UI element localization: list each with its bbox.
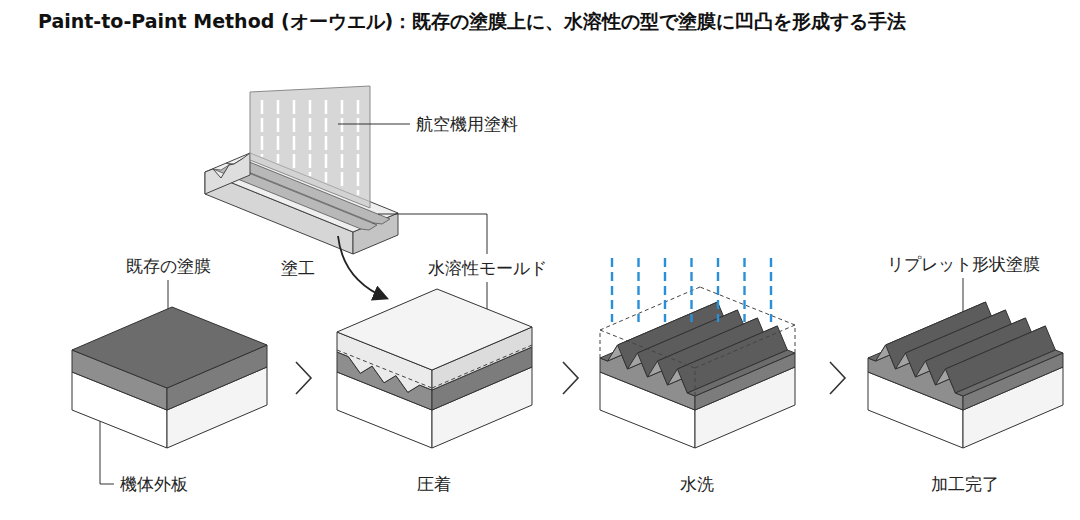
part-label: 塗工 — [281, 258, 315, 278]
layer-block — [337, 289, 532, 448]
dashed-outline — [695, 368, 696, 396]
block-face — [955, 350, 1063, 396]
dashed-outline — [700, 287, 795, 325]
dashed-outline — [600, 287, 700, 330]
part-label: 加工完了 — [931, 474, 999, 494]
layer-blocks — [72, 287, 1063, 448]
water-stream — [664, 258, 666, 322]
leader-line — [338, 124, 410, 125]
water-spray — [612, 258, 771, 322]
layer-block — [600, 287, 795, 448]
water-stream — [611, 258, 613, 322]
step-chevron — [830, 362, 845, 394]
paint-stripes — [262, 100, 358, 195]
block-face — [72, 307, 267, 388]
paint-stripe — [357, 100, 360, 195]
dashed-outline — [432, 345, 532, 388]
paint-sheet — [250, 86, 370, 208]
leader-lines — [100, 124, 963, 484]
water-stream — [690, 258, 692, 322]
dashed-outline — [600, 330, 601, 358]
leader-line — [378, 214, 487, 254]
part-label: 圧着 — [417, 474, 451, 494]
step-chevron — [296, 362, 311, 394]
step-chevron — [563, 362, 578, 394]
paint-stripe — [261, 100, 264, 157]
dashed-outline — [795, 325, 796, 353]
dashed-outline — [337, 350, 432, 388]
layer-block — [868, 302, 1063, 448]
paint-stripe — [341, 100, 344, 189]
water-stream — [637, 258, 639, 322]
water-stream — [743, 258, 745, 322]
part-label: 水溶性モールド — [428, 258, 547, 278]
paint-stripe — [277, 100, 280, 163]
block-face — [687, 350, 795, 396]
diagram-title: Paint-to-Paint Method (オーウエル)：既存の塗膜上に、水溶… — [38, 10, 906, 33]
part-label: 航空機用塗料 — [416, 114, 518, 134]
paint-stripe — [325, 100, 328, 182]
water-stream — [717, 258, 719, 322]
dashed-outline — [600, 330, 695, 368]
layer-block — [72, 307, 267, 448]
curved-arrow — [338, 236, 386, 298]
strip-profile — [205, 153, 250, 194]
paint-stripe — [309, 100, 312, 176]
part-label: 水洗 — [680, 474, 714, 494]
water-stream — [770, 258, 772, 322]
part-label: リプレット形状塗膜 — [887, 254, 1040, 274]
part-label: 機体外板 — [120, 474, 188, 494]
part-label: 既存の塗膜 — [126, 256, 211, 276]
block-face — [337, 289, 532, 370]
dashed-outline — [695, 325, 795, 368]
paint-stripe — [293, 100, 296, 170]
